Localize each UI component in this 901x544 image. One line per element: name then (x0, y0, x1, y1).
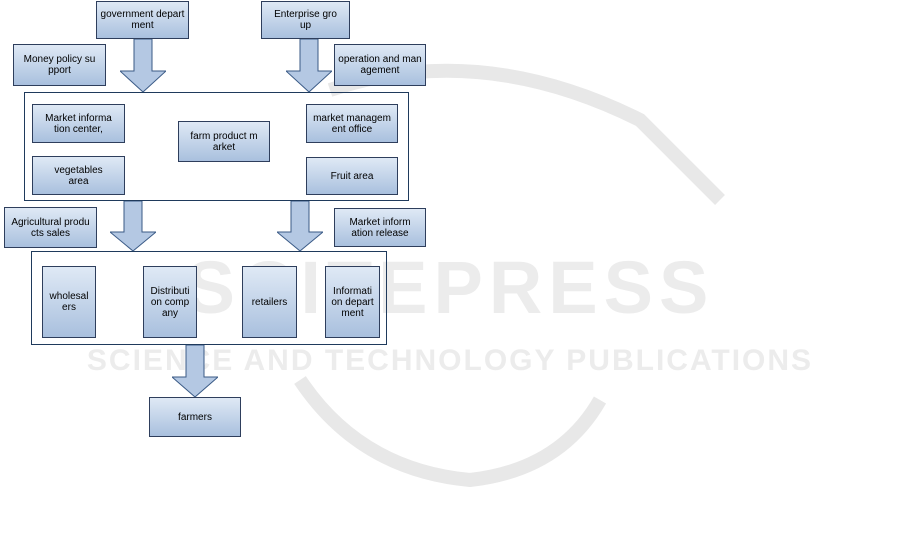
arrow-enterprise-to-market (286, 39, 332, 92)
market-container (24, 92, 409, 201)
money-policy-support-box: Money policy support (13, 44, 106, 86)
market-information-center-box: Market information center, (32, 104, 125, 143)
farm-product-market-label: farm product market (190, 130, 258, 153)
money-policy-support-label: Money policy support (23, 54, 96, 76)
vegetables-area-label: vegetables area (54, 164, 103, 187)
information-department-label: Information department (331, 285, 374, 319)
farmers-label: farmers (178, 411, 212, 423)
information-department-box: Information department (325, 266, 380, 338)
distribution-company-box: Distribution company (143, 266, 197, 338)
agricultural-products-sales-label: Agricultural products sales (11, 216, 90, 239)
retailers-box: retailers (242, 266, 297, 338)
vegetables-area-box: vegetables area (32, 156, 125, 195)
arrow-channels-to-farmers (172, 345, 218, 397)
market-management-office-label: market management office (313, 112, 391, 135)
operation-management-box: operation and management (334, 44, 426, 86)
fruit-area-box: Fruit area (306, 157, 398, 195)
government-department-label: government department (100, 9, 185, 31)
fruit-area-label: Fruit area (330, 170, 374, 182)
channels-container (31, 251, 387, 345)
operation-management-label: operation and management (338, 54, 422, 76)
wholesalers-box: wholesalers (42, 266, 96, 338)
agricultural-products-sales-box: Agricultural products sales (4, 207, 97, 248)
arrow-market-to-channels-right (277, 201, 323, 251)
arrow-government-to-market (120, 39, 166, 92)
farmers-box: farmers (149, 397, 241, 437)
market-information-release-box: Market information release (334, 208, 426, 247)
arrow-market-to-channels-left (110, 201, 156, 251)
distribution-company-label: Distribution company (150, 285, 190, 319)
farm-product-market-box: farm product market (178, 121, 270, 162)
market-information-center-label: Market information center, (45, 112, 112, 135)
enterprise-group-label: Enterprise group (274, 9, 337, 31)
market-information-release-label: Market information release (349, 216, 411, 239)
retailers-label: retailers (251, 296, 288, 308)
government-department-box: government department (96, 1, 189, 39)
market-management-office-box: market management office (306, 104, 398, 143)
enterprise-group-box: Enterprise group (261, 1, 350, 39)
wholesalers-label: wholesalers (49, 291, 89, 313)
